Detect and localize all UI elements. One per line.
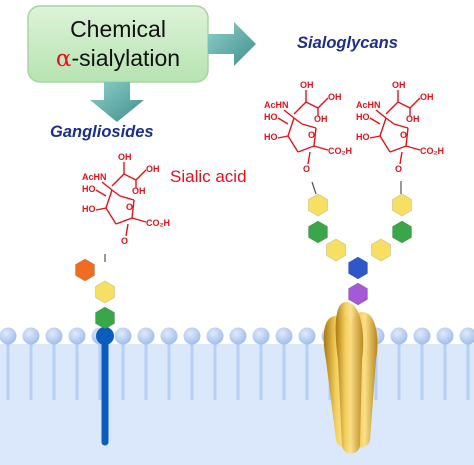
- lipid-head: [298, 327, 316, 345]
- sialic-acid-structures: OHOHOHAcHNHOOHOCO₂HOOHOHOHAcHNHOOHOCO₂HO…: [82, 80, 444, 246]
- lipid-head: [137, 327, 155, 345]
- sugar-unit-green: [392, 220, 412, 244]
- process-title-line1: Chemical: [70, 16, 166, 43]
- chem-label: HO: [82, 184, 96, 194]
- sugar-unit-yellow: [392, 193, 412, 217]
- sugar-unit-yellow: [95, 280, 115, 304]
- chem-label: OH: [132, 186, 146, 196]
- lipid-head: [183, 327, 201, 345]
- lipid-head: [114, 327, 132, 345]
- chem-label: OH: [118, 152, 132, 162]
- lipid-head: [459, 327, 474, 345]
- sugar-unit-yellow: [308, 193, 328, 217]
- chem-label: O: [126, 202, 133, 212]
- ganglioside-lipid-anchor: [96, 327, 114, 446]
- chem-label: HO: [82, 204, 96, 214]
- chem-label: O: [395, 164, 402, 174]
- chem-label: OH: [392, 80, 406, 90]
- sialoglycans-label: Sialoglycans: [297, 34, 398, 52]
- chem-label: HO: [264, 112, 278, 122]
- sugar-unit-blue: [348, 256, 368, 280]
- lipid-head: [275, 327, 293, 345]
- sialic-acid-label: Sialic acid: [170, 167, 247, 186]
- lipid-head: [22, 327, 40, 345]
- arrow-right-icon: [208, 22, 256, 66]
- lipid-head: [206, 327, 224, 345]
- sialic-acid-structure: OH OH OH AcHN HO O HO CO₂H O: [82, 152, 170, 246]
- sugar-unit-orange: [75, 258, 95, 282]
- chem-label: OH: [420, 92, 434, 102]
- chem-label: AcHN: [264, 100, 289, 110]
- lipid-head: [0, 327, 17, 345]
- chem-label: AcHN: [82, 172, 107, 182]
- glycoprotein: [323, 302, 378, 454]
- lipid-head: [68, 327, 86, 345]
- process-box-label: Chemical α-sialylation: [28, 6, 208, 82]
- sugar-unit-yellow: [326, 238, 346, 262]
- sugar-unit-green: [308, 220, 328, 244]
- alpha-symbol: α: [55, 45, 72, 72]
- chem-label: OH: [314, 114, 328, 124]
- chem-label: AcHN: [356, 100, 381, 110]
- sugar-unit-green: [95, 306, 115, 330]
- sugar-chains: [75, 193, 412, 330]
- sialic-acid-structure: OH OH OH AcHN HO O HO CO₂H O: [264, 80, 352, 174]
- chem-label: O: [303, 164, 310, 174]
- lipid-head: [436, 327, 454, 345]
- sialic-acid-structure: OH OH OH AcHN HO O HO CO₂H O: [356, 80, 444, 174]
- chem-label: O: [121, 236, 128, 246]
- chem-label: OH: [328, 92, 342, 102]
- chem-label: OH: [146, 164, 160, 174]
- chem-label: HO: [264, 132, 278, 142]
- process-title-line2: α-sialylation: [56, 44, 180, 73]
- chem-label: HO: [356, 112, 370, 122]
- lipid-head: [252, 327, 270, 345]
- chem-label: OH: [406, 114, 420, 124]
- sugar-unit-purple: [348, 282, 368, 306]
- lipid-head: [229, 327, 247, 345]
- lipid-head: [390, 327, 408, 345]
- chem-label: HO: [356, 132, 370, 142]
- glycan-linkers: [104, 181, 402, 262]
- lipid-head: [160, 327, 178, 345]
- lipid-head: [45, 327, 63, 345]
- lipid-head: [413, 327, 431, 345]
- process-title-line2-text: -sialylation: [71, 44, 181, 71]
- chem-label: CO₂H: [328, 146, 352, 156]
- gangliosides-label: Gangliosides: [50, 123, 154, 141]
- chem-label: O: [400, 130, 407, 140]
- chem-label: OH: [300, 80, 314, 90]
- chem-label: CO₂H: [146, 218, 170, 228]
- chem-label: O: [308, 130, 315, 140]
- sugar-unit-yellow: [371, 238, 391, 262]
- lipid-membrane: [0, 327, 474, 465]
- chem-label: CO₂H: [420, 146, 444, 156]
- arrow-down-icon: [90, 82, 144, 122]
